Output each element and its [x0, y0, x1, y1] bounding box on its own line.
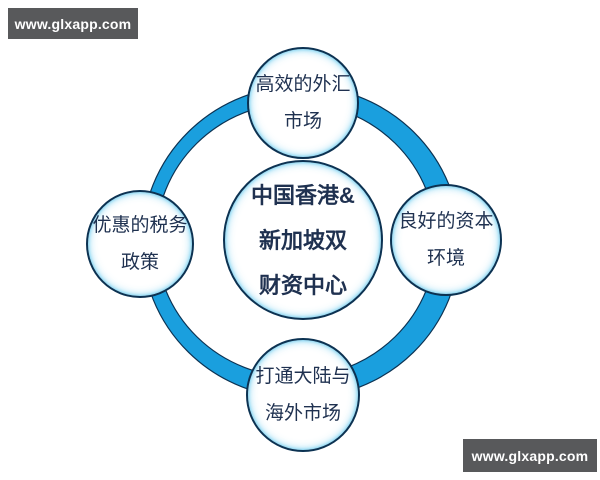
node-right: 良好的资本 环境 — [390, 184, 502, 296]
node-center-line1: 中国香港& — [251, 182, 355, 208]
node-bottom-line1: 打通大陆与 — [255, 366, 351, 387]
node-bottom: 打通大陆与 海外市场 — [246, 338, 360, 452]
node-left-line1: 优惠的税务 — [92, 215, 188, 236]
node-center-line3: 财资中心 — [258, 272, 347, 298]
node-right-line2: 环境 — [426, 248, 465, 269]
node-top: 高效的外汇 市场 — [247, 47, 359, 159]
watermark-top-left: www.glxapp.com — [8, 8, 138, 39]
node-center: 中国香港& 新加坡双 财资中心 — [223, 160, 383, 320]
node-bottom-line2: 海外市场 — [264, 403, 341, 424]
node-top-line2: 市场 — [283, 111, 322, 132]
node-left-line2: 政策 — [120, 252, 159, 273]
node-right-line1: 良好的资本 — [398, 211, 494, 232]
node-left: 优惠的税务 政策 — [86, 190, 194, 298]
node-top-line1: 高效的外汇 — [255, 74, 351, 95]
node-center-line2: 新加坡双 — [258, 227, 347, 253]
watermark-bottom-right: www.glxapp.com — [463, 439, 597, 472]
